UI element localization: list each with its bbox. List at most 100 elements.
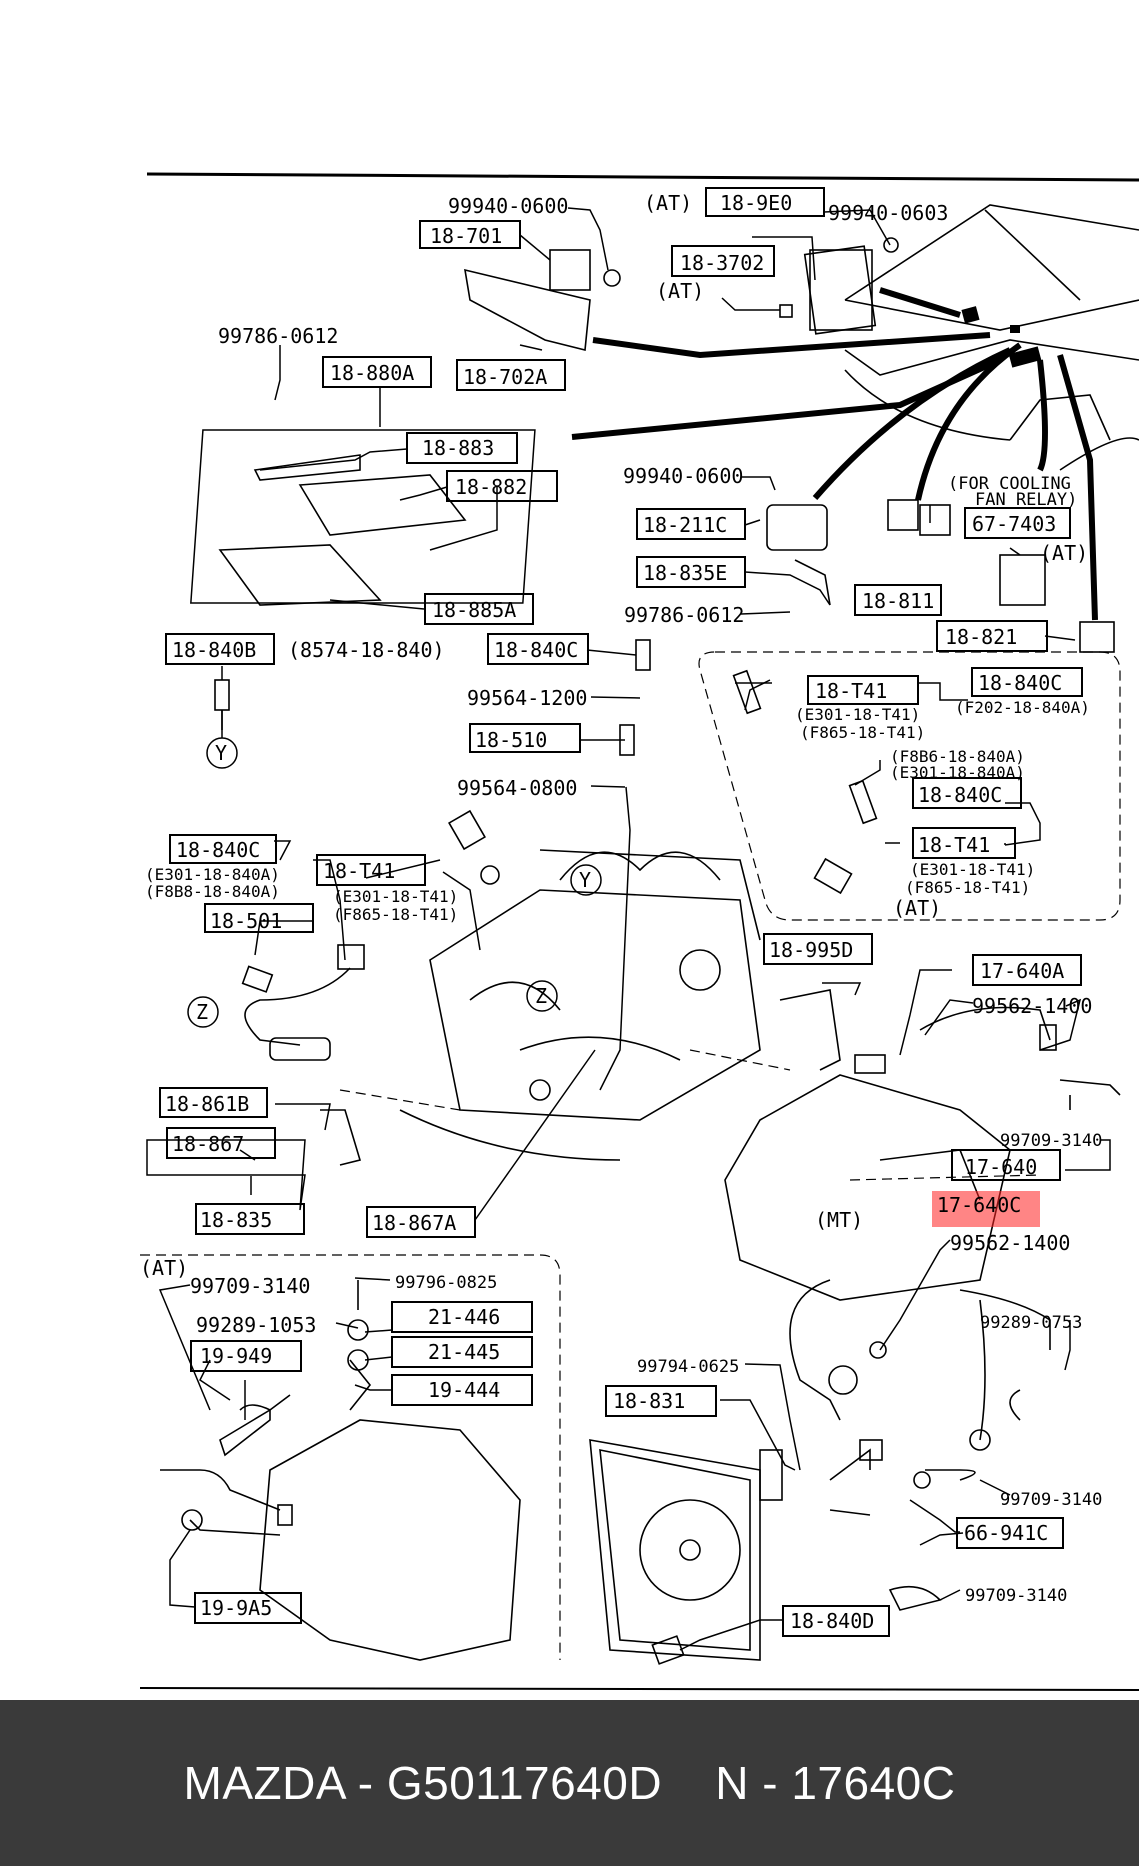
part-number-99709-3140: 99709-3140	[1000, 1490, 1102, 1510]
parts-diagram: 99940-0600 18-701 (AT) 18-9E0 99940-0603…	[139, 172, 1139, 1691]
part-number-99786-0612: 99786-0612	[218, 324, 338, 348]
part-number-18-501: 18-501	[210, 909, 282, 933]
heavy-leader-4	[812, 347, 1012, 500]
note-at: (AT)	[1040, 541, 1088, 565]
part-number-19-949: 19-949	[200, 1344, 272, 1368]
part-number-18-831: 18-831	[613, 1389, 685, 1413]
note-e301-18-840a: (E301-18-840A)	[145, 865, 280, 884]
part-number-99940-0600: 99940-0600	[623, 464, 743, 488]
module-bracket-drawing	[464, 237, 899, 352]
bottom-frame-line	[139, 1687, 1139, 1691]
part-number-17-640: 17-640	[965, 1155, 1037, 1179]
part-number-18-840c: 18-840C	[176, 838, 260, 862]
fuse-box-drawing	[803, 245, 877, 335]
part-number-18-835e: 18-835E	[643, 561, 727, 585]
part-number-18-840c: 18-840C	[494, 638, 578, 662]
part-number-18-880a: 18-880A	[330, 361, 414, 385]
callout-letter: Z	[196, 1000, 208, 1024]
heavy-leader-7	[1037, 359, 1048, 472]
part-number-66-941c: 66-941C	[964, 1521, 1048, 1545]
part-number-99289-1053: 99289-1053	[196, 1313, 316, 1337]
note-e301-18-t41: (E301-18-T41)	[910, 860, 1035, 879]
oxygen-sensor-drawing	[241, 944, 365, 1166]
part-number-99289-0753: 99289-0753	[980, 1313, 1082, 1333]
part-number-99786-0612: 99786-0612	[624, 603, 744, 627]
part-number-18-821: 18-821	[945, 625, 1017, 649]
part-number-18-701: 18-701	[430, 224, 502, 248]
part-number-21-446: 21-446	[428, 1305, 500, 1329]
top-frame-line	[146, 172, 1139, 182]
part-number-19-9a5: 19-9A5	[200, 1596, 272, 1620]
heavy-leader-6	[1057, 354, 1098, 621]
note-at: (AT)	[656, 279, 704, 303]
part-number-18-861b: 18-861B	[165, 1092, 249, 1116]
callout-letter: Y	[579, 868, 591, 892]
part-number-18-835: 18-835	[200, 1208, 272, 1232]
caption-bar: MAZDA - G50117640D N - 17640C	[0, 1700, 1139, 1866]
part-number-18-840d: 18-840D	[790, 1609, 874, 1633]
boxed-labels	[159, 187, 1083, 1637]
note-mt: (MT)	[815, 1208, 863, 1232]
part-number-18-882: 18-882	[455, 475, 527, 499]
note-at: (AT)	[893, 896, 941, 920]
part-number-18-211c: 18-211C	[643, 513, 727, 537]
part-number-18-840b: 18-840B	[172, 638, 256, 662]
part-number-99562-1400: 99562-1400	[950, 1231, 1070, 1255]
bracket-995d-drawing	[779, 989, 886, 1074]
heavy-leader-5	[915, 342, 1022, 501]
at-transmission-drawing	[160, 1280, 521, 1661]
part-number-18-867a: 18-867A	[372, 1211, 456, 1235]
part-number-18-9e0: 18-9E0	[720, 191, 792, 215]
part-number-17-640a: 17-640A	[980, 959, 1064, 983]
part-number-18-510: 18-510	[475, 728, 547, 752]
part-number-99564-0800: 99564-0800	[457, 776, 577, 800]
note-f8b8-18-840a: (F8B8-18-840A)	[145, 882, 280, 901]
part-number-18-885a: 18-885A	[432, 598, 516, 622]
note-fan-relay: FAN RELAY)	[975, 490, 1077, 510]
part-number-18-840c: 18-840C	[978, 671, 1062, 695]
part-number-18-840c: 18-840C	[918, 783, 1002, 807]
part-number-21-445: 21-445	[428, 1340, 500, 1364]
part-number-18-995d: 18-995D	[769, 938, 853, 962]
leader-lines	[146, 207, 1111, 1651]
highlight-17-640c	[932, 1191, 1040, 1227]
part-number-17-640c: 17-640C	[937, 1193, 1021, 1217]
part-number-99562-1400: 99562-1400	[972, 994, 1092, 1018]
note-at: (AT)	[644, 191, 692, 215]
part-number-99564-1200: 99564-1200	[467, 686, 587, 710]
engine-drawing	[339, 849, 791, 1161]
transmission-drawing	[724, 1006, 1121, 1451]
part-caption: MAZDA - G50117640D N - 17640C	[183, 1757, 956, 1809]
note-f865-18-t41: (F865-18-T41)	[333, 905, 458, 924]
part-number-99794-0625: 99794-0625	[637, 1357, 739, 1377]
part-number-18-883: 18-883	[422, 436, 494, 460]
relay-drawing	[766, 499, 1115, 653]
part-number-18-811: 18-811	[862, 589, 934, 613]
callout-letter: Z	[535, 984, 547, 1008]
part-number-18-702a: 18-702A	[463, 365, 547, 389]
sensor-drawings	[214, 639, 878, 895]
part-number-99709-3140: 99709-3140	[1000, 1131, 1102, 1151]
note-e301-18-t41: (E301-18-T41)	[333, 887, 458, 906]
part-number-99940-0600: 99940-0600	[448, 194, 568, 218]
ecu-drawing	[218, 454, 467, 606]
part-number-8574-18-840: (8574-18-840)	[288, 638, 445, 662]
note-e301-18-t41: (E301-18-T41)	[795, 705, 920, 724]
part-number-18-867: 18-867	[172, 1132, 244, 1156]
heavy-leader-2	[592, 332, 991, 359]
part-number-99709-3140: 99709-3140	[965, 1586, 1067, 1606]
note-for-cooling: (FOR COOLING	[948, 474, 1071, 494]
part-number-18-t41: 18-T41	[815, 679, 887, 703]
part-number-67-7403: 67-7403	[972, 512, 1056, 536]
part-number-19-444: 19-444	[428, 1378, 500, 1402]
note-at: (AT)	[140, 1256, 188, 1280]
car-body-drawing	[803, 204, 1139, 471]
note-e301-18-840a: (E301-18-840A)	[890, 763, 1025, 782]
part-number-18-t41: 18-T41	[323, 859, 395, 883]
part-number-99940-0603: 99940-0603	[828, 201, 948, 225]
part-number-99796-0825: 99796-0825	[395, 1273, 497, 1293]
part-number-18-t41: 18-T41	[918, 833, 990, 857]
note-f865-18-t41: (F865-18-T41)	[800, 723, 925, 742]
part-number-18-3702: 18-3702	[680, 251, 764, 275]
note-f8b6-18-840a: (F8B6-18-840A)	[890, 747, 1025, 766]
